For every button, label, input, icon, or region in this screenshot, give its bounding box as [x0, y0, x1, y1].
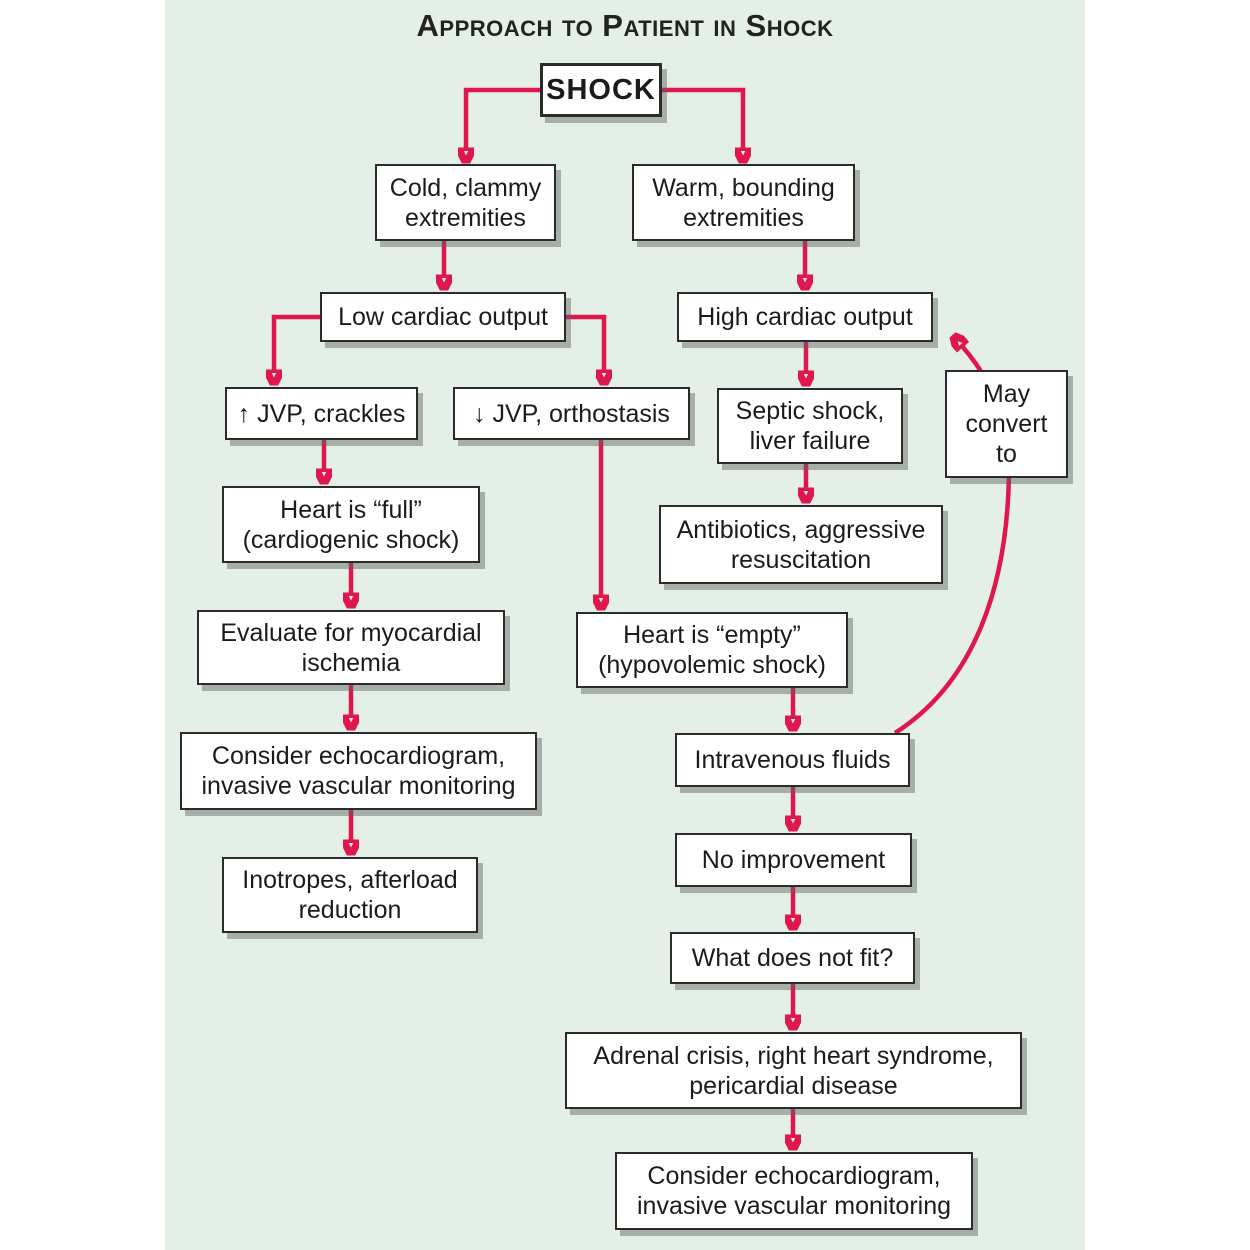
node-evaluate-for-myocardial-ischemia: Evaluate for myocardial ischemia — [197, 610, 505, 685]
node-heart-is-empty-hypovolemic-shock: Heart is “empty” (hypovolemic shock) — [576, 612, 848, 688]
arrow-shock-to-cold — [466, 87, 540, 149]
arrow-low-co-to-jvp-up — [274, 314, 320, 371]
node-shock: SHOCK — [540, 63, 662, 117]
node-septic-shock-liver-failure: Septic shock, liver failure — [717, 388, 903, 464]
node-may-convert-to: May convert to — [945, 370, 1068, 478]
node-low-cardiac-output: Low cardiac output — [320, 292, 566, 342]
node-consider-echocardiogram-left: Consider echocardiogram, invasive vascul… — [180, 732, 537, 810]
node-consider-echocardiogram-right: Consider echocardiogram, invasive vascul… — [615, 1152, 973, 1230]
node-jvp-down-orthostasis: ↓ JVP, orthostasis — [453, 387, 690, 440]
node-no-improvement: No improvement — [675, 833, 912, 887]
diagram-title: Approach to Patient in Shock — [416, 8, 834, 43]
node-high-cardiac-output: High cardiac output — [677, 292, 933, 342]
node-inotropes-afterload-reduction: Inotropes, afterload reduction — [222, 857, 478, 933]
node-antibiotics-aggressive-resuscitation: Antibiotics, aggressive resuscitation — [659, 505, 943, 584]
node-what-does-not-fit: What does not fit? — [670, 932, 915, 984]
node-warm-bounding-extremities: Warm, bounding extremities — [632, 164, 855, 241]
arrow-shock-to-warm — [662, 87, 743, 149]
node-jvp-up-crackles: ↑ JVP, crackles — [225, 387, 418, 440]
node-adrenal-crisis-right-heart-pericardial: Adrenal crisis, right heart syndrome, pe… — [565, 1032, 1022, 1109]
node-cold-clammy-extremities: Cold, clammy extremities — [375, 164, 556, 241]
arrow-low-co-to-jvp-down — [566, 314, 604, 371]
node-heart-is-full-cardiogenic-shock: Heart is “full” (cardiogenic shock) — [222, 486, 480, 563]
node-intravenous-fluids: Intravenous fluids — [675, 733, 910, 787]
